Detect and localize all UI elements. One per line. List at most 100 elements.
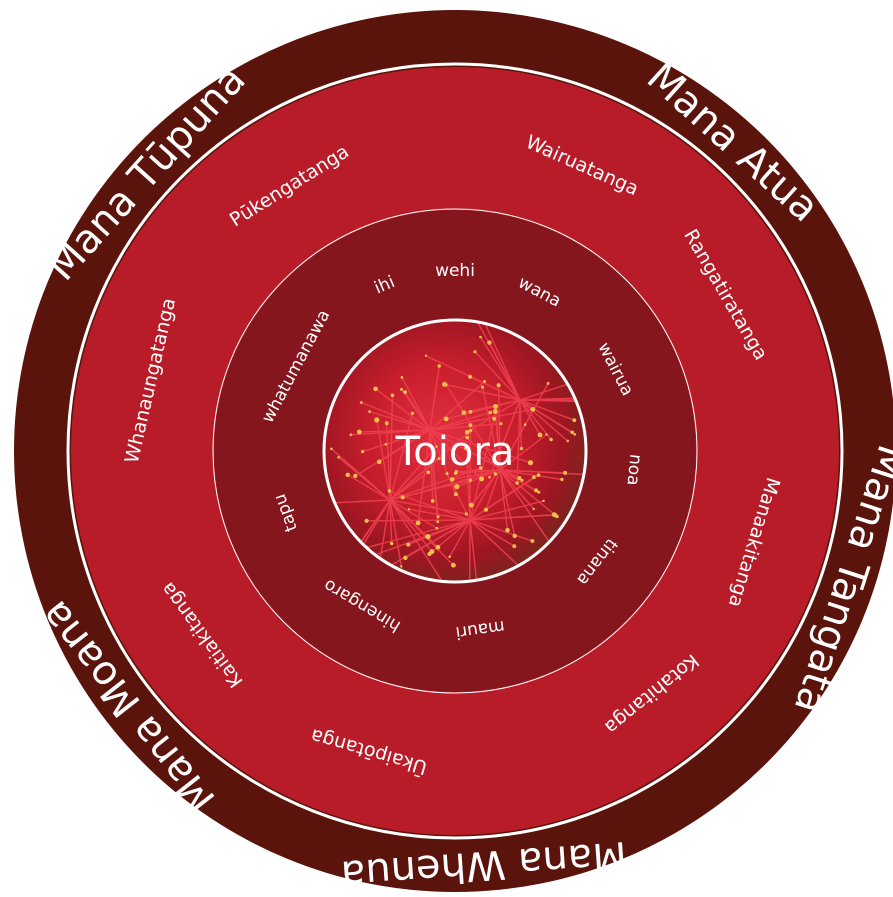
flower-strand	[362, 429, 431, 453]
flower-strand	[389, 499, 439, 548]
flower-stamen-tip	[400, 565, 403, 568]
flower-stamen-tip	[449, 477, 455, 482]
flower-stamen-tip	[493, 404, 498, 409]
flower-strand	[389, 413, 414, 501]
flower-strand	[369, 410, 431, 431]
flower-stamen-tip	[545, 433, 548, 436]
flower-stamen-tip	[425, 534, 431, 540]
flower-strand	[499, 469, 563, 481]
flower-stamen-tip	[445, 472, 449, 476]
flower-stamen-tip	[451, 562, 456, 568]
flower-strand	[497, 385, 501, 471]
flower-stamen-tip	[573, 433, 577, 436]
flower-stamen-tip	[484, 507, 488, 512]
flower-stamen-tip	[437, 457, 441, 461]
flower-stamen-tip	[478, 466, 483, 470]
flower-strand	[469, 519, 533, 542]
flower-stamen-tip	[488, 476, 491, 479]
flower-strand	[488, 399, 521, 478]
flower-stamen-tip	[453, 492, 458, 497]
flower-stamen-tip	[517, 476, 522, 481]
middle-ring-separator	[212, 208, 698, 694]
flower-strand	[469, 519, 481, 582]
flower-stamen-tip	[537, 432, 543, 438]
flower-stamen-tip	[353, 473, 358, 478]
flower-stamen-tip	[442, 381, 448, 387]
flower-stamen-tip	[337, 456, 340, 459]
flower-strand	[465, 448, 471, 521]
flower-strand	[446, 473, 471, 521]
flower-strand	[474, 351, 521, 401]
flower-stamen-tip	[512, 533, 517, 539]
flower-stamen-tip	[400, 387, 404, 391]
flower-stamen-tip	[530, 539, 535, 543]
flower-stamen-tip	[403, 555, 408, 560]
flower-strand	[389, 499, 402, 567]
flower-strand	[380, 519, 471, 572]
flower-stamen-tip	[461, 410, 467, 415]
flower-stamen-tip	[468, 478, 472, 482]
flower-strand	[482, 320, 521, 401]
flower-stamen-tip	[499, 422, 503, 426]
flower-strand	[354, 429, 431, 477]
inner-ring-label: noa	[622, 453, 645, 487]
flower-stamen-tip	[330, 447, 333, 451]
flower-strand	[469, 519, 515, 547]
flower-strand	[499, 469, 509, 531]
flower-strand	[429, 429, 531, 464]
flower-stamen-tip	[542, 499, 545, 503]
flower-stamen-tip	[448, 555, 452, 558]
flower-stamen-tip	[364, 518, 369, 523]
flower-stamen-tip	[493, 472, 498, 476]
flower-strand	[499, 383, 549, 471]
flower-strand	[519, 399, 575, 421]
flower-strand	[429, 380, 485, 431]
flower-strand	[347, 474, 391, 501]
flower-strand	[485, 469, 501, 510]
flower-stamen-tip	[570, 430, 574, 435]
flower-strand	[456, 469, 501, 488]
flower-stamen-tip	[437, 364, 441, 368]
flower-stamen-tip	[435, 526, 439, 530]
flower-stamen-tip	[410, 411, 414, 415]
flower-strand	[376, 419, 391, 501]
flower-stamen-tip	[480, 385, 485, 389]
flower-stamen-tip	[356, 429, 362, 435]
flower-stamen-tip	[426, 470, 431, 475]
flower-strand	[359, 429, 431, 433]
flower-stamen-tip	[384, 442, 388, 446]
flower-strand	[519, 399, 569, 442]
flower-stamen-tip	[464, 430, 470, 435]
flower-strand	[519, 399, 541, 436]
flower-stamen-tip	[424, 354, 428, 357]
flower-stamen-tip	[532, 475, 536, 480]
flower-stamen-tip	[349, 433, 353, 437]
flower-strand	[445, 384, 501, 471]
flower-strand	[463, 399, 521, 414]
flower-stamen-tip	[468, 423, 473, 428]
flower-strand	[519, 399, 552, 440]
flower-strand	[499, 469, 516, 537]
flower-stamen-tip	[560, 477, 564, 482]
flower-strand	[425, 355, 521, 401]
flower-strand	[488, 342, 521, 401]
flower-stamen-tip	[534, 488, 539, 493]
flower-stamen-tip	[453, 471, 458, 475]
flower-stamen-tip	[487, 340, 492, 345]
flower-strand	[499, 469, 540, 493]
flower-stamen-tip	[468, 502, 474, 508]
flower-strand	[429, 411, 491, 431]
flower-strand	[519, 399, 576, 435]
flower-strand	[389, 446, 438, 501]
flower-strand	[519, 396, 586, 401]
outer-ring-separator	[66, 62, 844, 840]
flower-strand	[429, 422, 501, 431]
center-circle-border	[322, 318, 588, 584]
flower-strand	[499, 469, 586, 476]
flower-stamen-tip	[468, 428, 473, 433]
flower-stamen-tip	[359, 401, 363, 404]
flower-stamen-tip	[464, 446, 469, 451]
flower-strand	[444, 383, 521, 401]
flower-stamen-tip	[406, 542, 411, 547]
flower-stamen-tip	[415, 520, 421, 526]
